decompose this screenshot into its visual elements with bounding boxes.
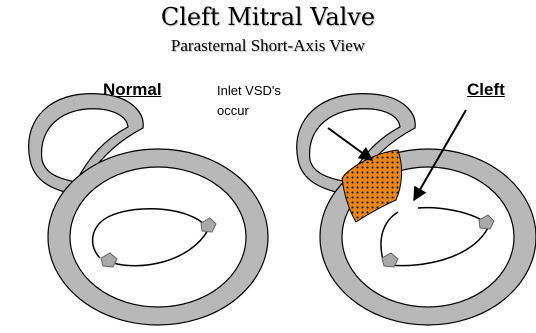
cleft-heart [297, 94, 536, 325]
normal-ventricle-lumen [70, 167, 246, 307]
normal-heart [29, 94, 268, 325]
